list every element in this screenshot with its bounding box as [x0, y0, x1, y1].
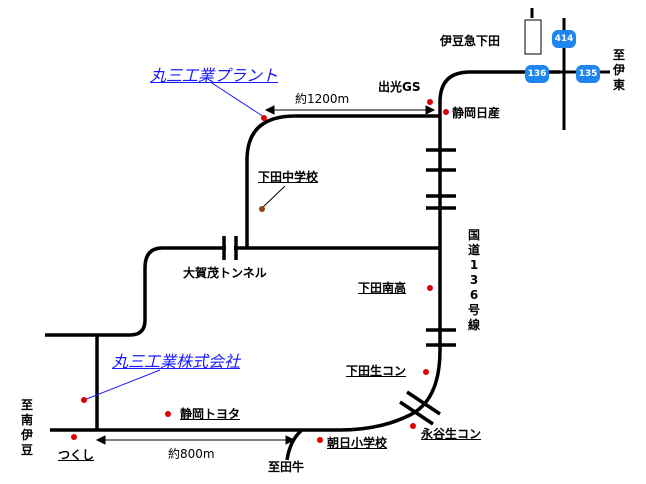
route-136-shield: 136 — [525, 65, 549, 83]
company-head-office-label: 丸三工業株式会社 — [112, 352, 241, 371]
label-izukyu-shimoda: 伊豆急下田 — [440, 34, 501, 48]
label-nagaya-seikon: 永谷生コン — [421, 427, 482, 441]
road-tunnel — [45, 246, 440, 337]
label-to-ito: 至伊東 — [612, 48, 625, 92]
route-414-shield: 414 — [552, 30, 576, 48]
label-shizuoka-nissan: 静岡日産 — [452, 106, 501, 120]
leader-plant — [211, 82, 265, 118]
marker-jhs — [259, 206, 265, 212]
label-asahi-elementary: 朝日小学校 — [327, 436, 388, 450]
bridge-4-a — [406, 390, 441, 416]
road-tagyu-branch — [285, 428, 304, 461]
izukyu-station — [524, 19, 542, 55]
marker-nissan — [443, 109, 449, 115]
label-to-minami-izu: 至南伊豆 — [20, 398, 33, 457]
marker-shimoda-seikon — [423, 369, 429, 375]
company-plant-label: 丸三工業プラント — [150, 66, 279, 85]
route-135-shield: 135 — [576, 65, 600, 83]
marker-nagaya-seikon — [410, 423, 416, 429]
road-plant-top — [245, 114, 440, 248]
label-shizuoka-toyota: 静岡トヨタ — [180, 407, 241, 421]
marker-idemitsu — [427, 99, 433, 105]
label-ogamo-tunnel: 大賀茂トンネル — [183, 266, 267, 280]
route-136-road — [300, 70, 500, 432]
label-route-136-vertical: 国道136号線 — [467, 228, 480, 332]
leader-jhs — [261, 185, 286, 209]
leader-head-office — [83, 369, 161, 401]
marker-asahi — [317, 437, 323, 443]
distance-label-plant-gs: 約1200m — [295, 92, 350, 106]
label-to-tagyu: 至田牛 — [268, 460, 305, 474]
label-idemitsu-gs: 出光GS — [378, 80, 421, 94]
marker-head-office — [81, 397, 87, 403]
marker-toyota — [165, 411, 171, 417]
marker-tsukushi — [71, 434, 77, 440]
label-shimoda-minami-high: 下田南高 — [358, 281, 407, 295]
marker-plant — [261, 115, 267, 121]
bridge-4-b — [399, 400, 434, 426]
distance-label-bottom: 約800m — [168, 447, 215, 461]
label-shimoda-seikon: 下田生コン — [346, 364, 407, 378]
marker-minami-high — [427, 285, 433, 291]
label-shimoda-jhs: 下田中学校 — [258, 170, 319, 184]
label-tsukushi: つくし — [58, 448, 95, 462]
